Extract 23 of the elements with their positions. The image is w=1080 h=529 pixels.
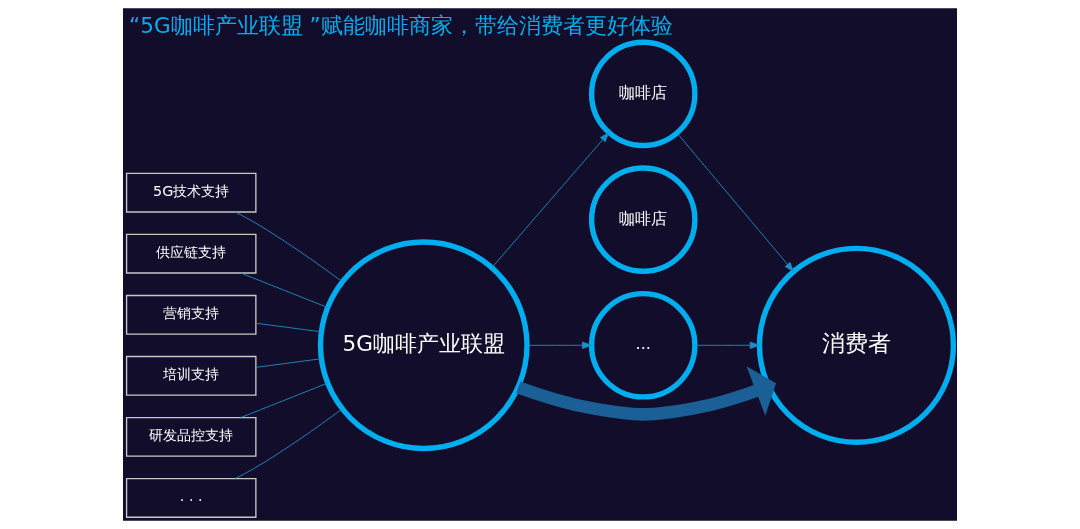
connector (235, 408, 343, 479)
connector (255, 358, 322, 368)
node-box: . . . (125, 477, 257, 518)
node-box: 培训支持 (125, 355, 257, 396)
arrow (676, 132, 794, 272)
connector (240, 272, 329, 308)
connector (240, 382, 329, 418)
connector (235, 211, 343, 283)
diagram-title: “5G咖啡产业联盟 ”赋能咖啡商家，带给消费者更好体验 (129, 12, 673, 38)
node-circle: 咖啡店 (588, 165, 698, 274)
arrow (491, 132, 610, 268)
arrow (526, 341, 592, 349)
node-box: 5G技术支持 (125, 172, 257, 213)
connector (255, 322, 322, 333)
node-circle: 咖啡店 (588, 39, 698, 149)
node-circle: ... (588, 291, 698, 400)
node-box: 营销支持 (125, 294, 257, 335)
node-circle: 5G咖啡产业联盟 (317, 239, 530, 452)
arrow (694, 341, 760, 349)
node-circle: 消费者 (756, 245, 957, 445)
node-box: 供应链支持 (125, 233, 257, 274)
arrow (516, 366, 777, 421)
node-box: 研发品控支持 (125, 416, 257, 457)
